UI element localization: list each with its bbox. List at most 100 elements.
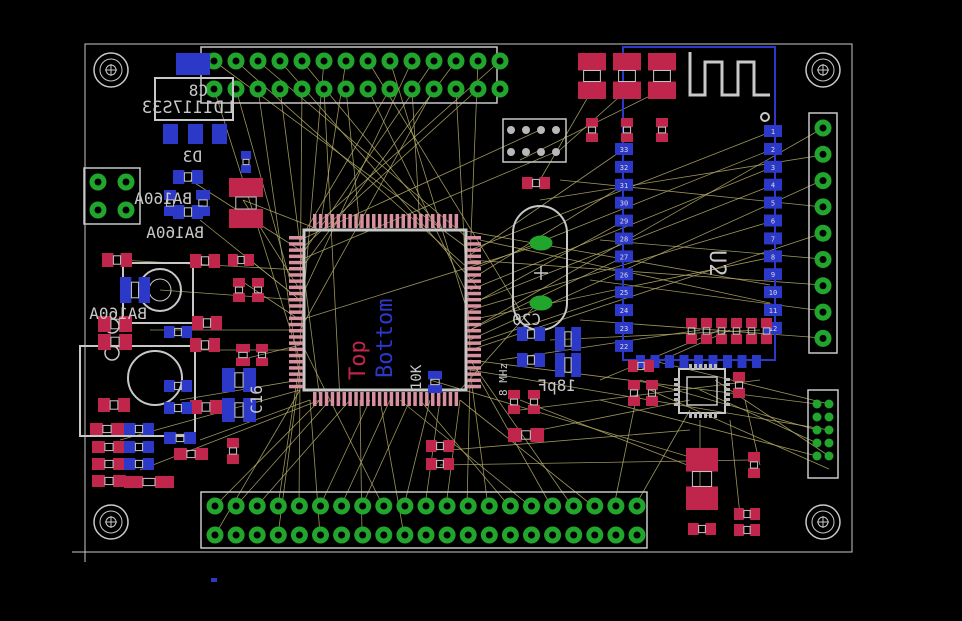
mcu-pin <box>313 392 317 406</box>
mcu-pin <box>289 291 303 296</box>
mcu-pin <box>342 392 346 406</box>
tactile-switch[interactable] <box>79 262 196 437</box>
mcu-pin <box>467 242 481 246</box>
qfn-chip[interactable] <box>674 364 730 418</box>
airwire <box>469 292 625 346</box>
airwire <box>589 279 824 312</box>
airwire <box>469 359 818 405</box>
airwire <box>345 88 361 229</box>
label-ba160a-3: BA160A <box>89 304 147 323</box>
airwire <box>519 379 761 411</box>
mcu-pin <box>289 304 303 308</box>
module-pin <box>650 355 660 368</box>
jtag-pin <box>824 438 834 448</box>
module-pin <box>764 196 782 209</box>
module-pin <box>764 178 782 191</box>
resistor <box>508 390 520 414</box>
resistor <box>164 380 192 392</box>
hole-bottom-left <box>93 504 129 540</box>
mount-holes <box>93 52 841 540</box>
label-ld1117: LD1117S33 <box>142 98 234 118</box>
airwire <box>469 184 625 281</box>
resistor <box>716 318 727 344</box>
module-pin <box>615 160 633 173</box>
header-boot[interactable] <box>502 118 567 163</box>
resistor <box>190 254 220 268</box>
airwire <box>298 379 301 507</box>
module-pin <box>615 268 633 281</box>
airwire <box>634 409 691 507</box>
airwire <box>539 399 691 431</box>
mcu-pin <box>467 360 481 364</box>
mcu-chip[interactable] <box>289 214 481 406</box>
mcu-pin <box>467 366 481 370</box>
module-pin-number: 27 <box>620 253 628 261</box>
jtag-connector[interactable] <box>807 389 839 479</box>
airwire <box>599 399 818 457</box>
airwire <box>469 148 774 271</box>
module-pin-number: 10 <box>769 289 777 297</box>
airwire <box>469 148 625 256</box>
airwire <box>299 60 413 301</box>
module-pin-number: 11 <box>769 307 777 315</box>
mcu-pin <box>383 392 388 406</box>
jtag-pin <box>824 451 834 461</box>
resistor <box>252 278 264 302</box>
resistor <box>701 318 712 344</box>
mcu-pin <box>442 392 447 406</box>
capacitor <box>517 353 545 367</box>
resistor <box>102 253 132 267</box>
airwire <box>469 220 774 311</box>
airwire <box>340 399 391 507</box>
header-left[interactable] <box>83 167 141 225</box>
mcu-pin <box>289 329 303 333</box>
mcu-pin <box>289 248 303 252</box>
airwire <box>299 149 561 261</box>
voltage-regulator[interactable] <box>154 53 234 144</box>
boot-pin <box>552 148 560 156</box>
mcu-pin <box>467 347 481 352</box>
label-ba160a-2: BA160A <box>146 223 204 242</box>
capacitor <box>241 151 251 173</box>
mcu-pin <box>467 285 481 290</box>
mcu-pin <box>289 366 303 370</box>
airwire <box>599 329 721 381</box>
resistor <box>228 254 254 266</box>
module-pin-number: 3 <box>771 164 775 172</box>
mcu-pin <box>289 310 303 314</box>
module-pin-number: 23 <box>620 325 628 333</box>
resistor <box>748 452 760 478</box>
airwire <box>411 88 421 229</box>
airwire <box>399 399 531 507</box>
label-d3: D3 <box>183 147 202 166</box>
mcu-pin <box>383 214 388 228</box>
header-bottom[interactable] <box>200 491 648 549</box>
resistor <box>428 371 442 393</box>
resistor <box>124 476 174 488</box>
mcu-pin <box>289 273 303 277</box>
module-pin <box>764 214 782 227</box>
capacitor <box>517 327 545 341</box>
header-right[interactable] <box>808 112 838 354</box>
boot-pin <box>552 126 560 134</box>
mcu-pin <box>389 214 394 228</box>
airwire <box>429 379 701 461</box>
jtag-pin <box>812 451 822 461</box>
module-pin-number: 5 <box>771 200 775 208</box>
mcu-pin <box>289 378 303 383</box>
resistor <box>628 360 654 372</box>
airwire <box>479 220 625 301</box>
label-bottom: Bottom <box>373 299 398 378</box>
resistor <box>98 398 130 412</box>
capacitor <box>555 353 581 377</box>
mcu-pin <box>336 214 341 228</box>
crystal-oscillator[interactable] <box>512 205 568 331</box>
mcu-pin <box>467 254 481 259</box>
module-pin <box>764 232 782 245</box>
resistor <box>426 458 454 470</box>
module-pin <box>615 214 633 227</box>
mcu-pin <box>377 214 382 228</box>
mcu-pin <box>401 214 405 228</box>
smd-components <box>90 53 772 536</box>
